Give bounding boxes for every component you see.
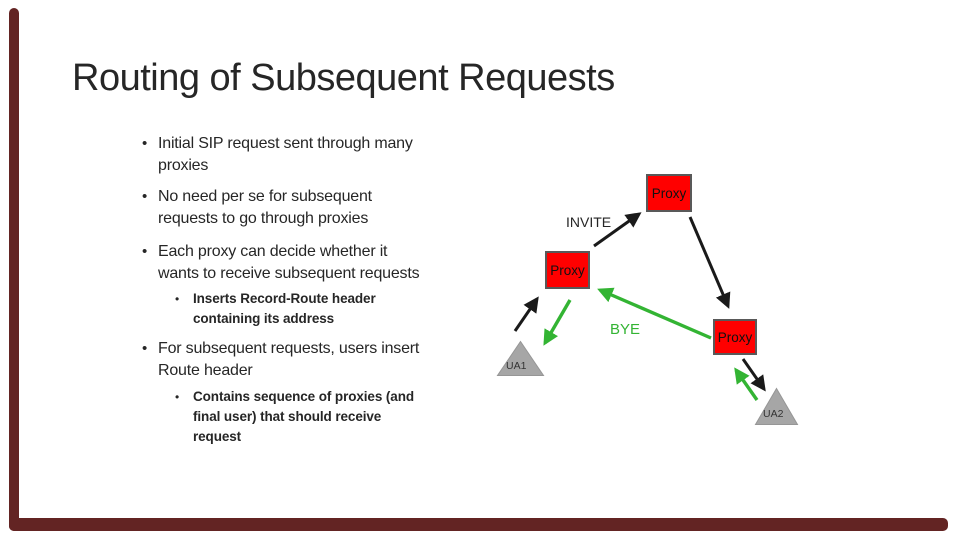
bye-arrow-ua2-to-proxy-right xyxy=(734,367,759,401)
bullet-text: Inserts Record-Route header containing i… xyxy=(193,289,376,329)
arrow-ua1-to-proxy-mid xyxy=(513,296,539,332)
bullet-line: proxies xyxy=(158,157,209,174)
bye-message-label: BYE xyxy=(610,321,641,338)
sub-bullet-item: • Inserts Record-Route header containing… xyxy=(175,289,376,329)
bullet-line: Route header xyxy=(158,362,253,379)
arrow-proxy-mid-to-proxy-top xyxy=(593,212,642,248)
bullet-item: • Each proxy can decide whether it wants… xyxy=(142,241,420,285)
invite-message-label: INVITE xyxy=(566,214,612,230)
ua2-triangle-icon xyxy=(754,387,799,425)
network-diagram xyxy=(496,212,799,425)
proxy-node-mid: Proxy xyxy=(545,251,590,289)
bullet-text: Each proxy can decide whether it wants t… xyxy=(158,241,420,285)
bullet-icon: • xyxy=(175,390,180,404)
page-title: Routing of Subsequent Requests xyxy=(72,57,615,99)
bullet-line: wants to receive subsequent requests xyxy=(158,265,420,282)
bullet-line: request xyxy=(193,429,242,444)
bullet-item: • No need per se for subsequent requests… xyxy=(142,186,372,230)
bullet-line: containing its address xyxy=(193,311,335,326)
bullet-icon: • xyxy=(142,340,148,357)
bullet-line: For subsequent requests, users insert xyxy=(158,340,420,357)
accent-bar-left xyxy=(9,8,19,531)
bullet-text: No need per se for subsequent requests t… xyxy=(158,186,372,230)
sub-bullet-item: • Contains sequence of proxies (and fina… xyxy=(175,387,414,447)
ua1-label: UA1 xyxy=(506,360,527,372)
bullet-line: Each proxy can decide whether it xyxy=(158,243,388,260)
bullet-text: Initial SIP request sent through many pr… xyxy=(158,133,413,177)
bullet-line: final user) that should receive xyxy=(193,409,382,424)
bullet-text: For subsequent requests, users insert Ro… xyxy=(158,338,419,382)
arrow-proxy-right-to-ua2 xyxy=(741,358,766,392)
bullet-icon: • xyxy=(142,135,148,152)
bullet-line: Initial SIP request sent through many xyxy=(158,135,413,152)
ua1-triangle-icon xyxy=(496,340,545,376)
bullet-icon: • xyxy=(142,188,148,205)
bullet-text: Contains sequence of proxies (and final … xyxy=(193,387,414,447)
bye-arrow-proxy-mid-to-ua1 xyxy=(543,299,572,346)
bullet-icon: • xyxy=(142,243,148,260)
bye-arrow-proxy-right-to-proxy-mid xyxy=(597,287,712,340)
proxy-node-top: Proxy xyxy=(646,174,692,212)
arrow-proxy-top-to-proxy-right xyxy=(688,216,731,309)
bullet-line: Contains sequence of proxies (and xyxy=(193,389,414,404)
bullet-line: No need per se for subsequent xyxy=(158,188,372,205)
bullet-item: • Initial SIP request sent through many … xyxy=(142,133,413,177)
bullet-icon: • xyxy=(175,292,180,306)
ua2-label: UA2 xyxy=(763,408,784,420)
bullet-line: Inserts Record-Route header xyxy=(193,291,376,306)
bullet-line: requests to go through proxies xyxy=(158,210,369,227)
accent-bar-bottom xyxy=(9,518,948,531)
proxy-node-right: Proxy xyxy=(713,319,757,355)
bullet-item: • For subsequent requests, users insert … xyxy=(142,338,419,382)
